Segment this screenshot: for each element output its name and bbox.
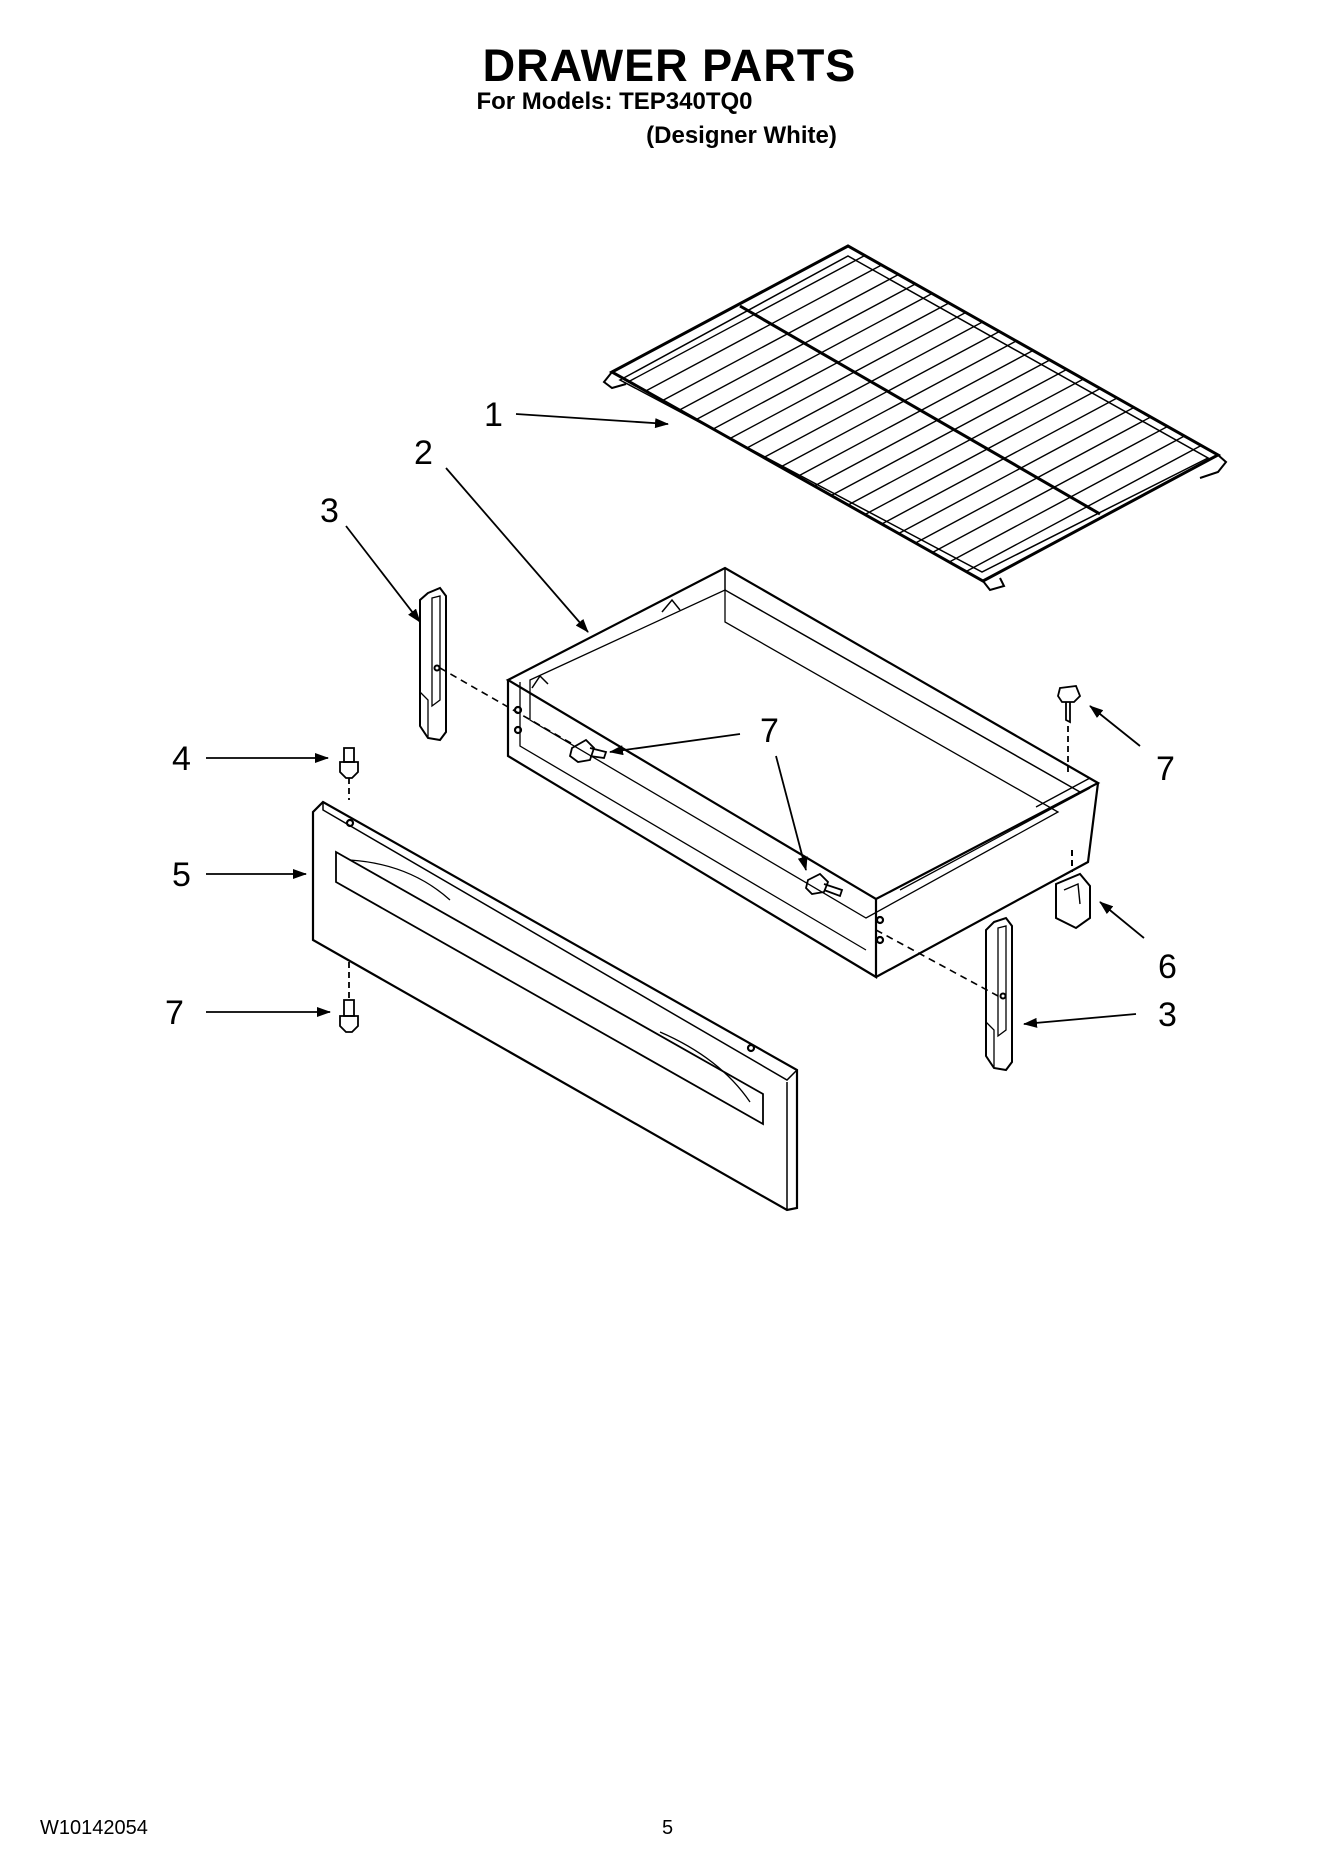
front-panel-part xyxy=(311,800,799,1212)
drawer-part xyxy=(505,566,1101,979)
glide-part-left xyxy=(419,586,447,742)
document-number: W10142054 xyxy=(40,1817,148,1839)
glide-part-right xyxy=(985,916,1013,1072)
callout-4: 4 xyxy=(172,740,191,778)
color-line: (Designer White) xyxy=(646,122,837,149)
page-title: DRAWER PARTS xyxy=(482,40,857,91)
stud-part xyxy=(339,747,359,800)
callout-7-bottom-left: 7 xyxy=(165,994,184,1032)
clip-part xyxy=(1055,850,1091,930)
callout-6: 6 xyxy=(1158,948,1177,986)
models-line: For Models: TEP340TQ0 xyxy=(476,88,753,115)
callout-1: 1 xyxy=(484,396,503,434)
alignment-lines xyxy=(439,667,999,997)
callout-2: 2 xyxy=(414,434,433,472)
rack-part xyxy=(602,244,1228,592)
callout-3-left: 3 xyxy=(320,492,339,530)
screw-part-bottom-left xyxy=(339,962,359,1033)
callout-7-top-right: 7 xyxy=(1156,750,1175,788)
screw-part-lower-center xyxy=(805,872,844,898)
callout-5: 5 xyxy=(172,856,191,894)
screw-part-center xyxy=(568,738,608,763)
callout-7-center: 7 xyxy=(760,712,779,750)
leader-lines xyxy=(206,413,1145,1028)
callout-3-right: 3 xyxy=(1158,996,1177,1034)
page-number: 5 xyxy=(662,1817,674,1839)
screw-part-top-right xyxy=(1057,685,1082,776)
